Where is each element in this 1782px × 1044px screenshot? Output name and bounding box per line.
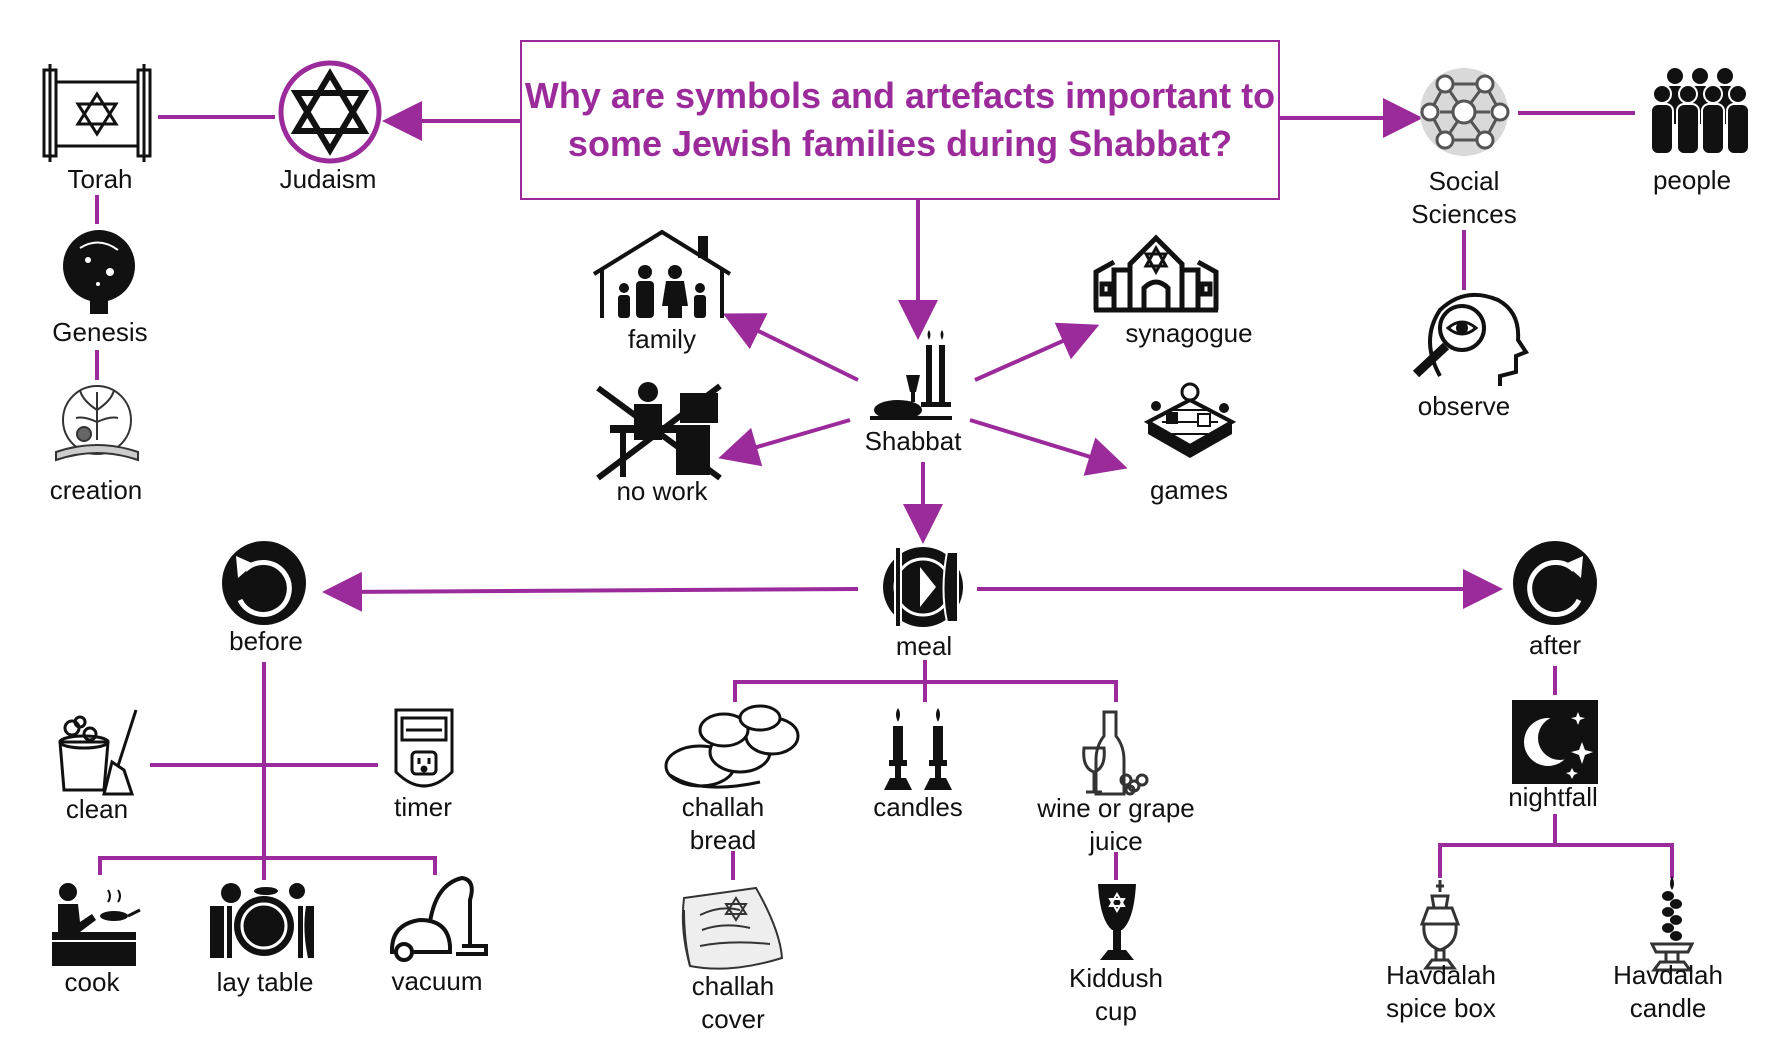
undo-arrow-icon (222, 541, 306, 625)
label-games: games (1149, 475, 1229, 505)
label-kiddush-2: cup (1095, 996, 1137, 1026)
star-of-david-icon (278, 60, 382, 164)
torah-scroll-icon (42, 64, 152, 162)
kiddush-cup-icon (1098, 884, 1136, 960)
question-box: Why are symbols and artefacts important … (520, 40, 1280, 200)
label-spice-box-1: Havdalah (1386, 960, 1496, 990)
label-after: after (1528, 630, 1582, 660)
label-challah-bread-1: challah (681, 792, 765, 822)
label-spice-box-2: spice box (1386, 993, 1496, 1023)
label-no-work: no work (616, 476, 708, 506)
games-icon (1143, 382, 1237, 458)
arrow-meal-before (322, 571, 859, 612)
family-house-icon (592, 229, 732, 318)
challah-bread-icon (664, 704, 800, 789)
line-before-bottom (98, 856, 437, 875)
label-before: before (229, 626, 303, 656)
label-challah-cover-2: cover (701, 1004, 765, 1034)
label-judaism: Judaism (279, 164, 377, 194)
label-creation: creation (49, 475, 143, 505)
meal-plate-icon (883, 546, 963, 628)
arrow-shabbat-synagogue (974, 322, 1100, 382)
moon-stars-icon (1512, 700, 1598, 784)
label-social-sciences-1: Social (1428, 166, 1500, 196)
cook-icon (52, 883, 141, 966)
vacuum-cleaner-icon (390, 875, 488, 962)
label-meal: meal (895, 631, 953, 661)
label-genesis: Genesis (52, 317, 148, 347)
label-social-sciences-2: Sciences (1411, 199, 1517, 229)
arrow-shabbat-nowork (718, 418, 851, 467)
people-icon (1650, 68, 1750, 155)
connectors (95, 98, 1674, 880)
network-icon (1420, 68, 1510, 156)
arrow-shabbat-family (722, 313, 859, 382)
label-vacuum: vacuum (391, 966, 483, 996)
label-havdalah-candle-2: candle (1629, 993, 1707, 1023)
line-nightfall-bar (1438, 843, 1674, 878)
label-challah-bread-2: bread (689, 825, 757, 855)
spice-box-icon (1419, 880, 1461, 970)
redo-arrow-icon (1513, 541, 1597, 625)
label-lay-table: lay table (216, 967, 314, 997)
synagogue-icon (1093, 234, 1219, 313)
havdalah-candle-icon (1649, 876, 1695, 972)
genesis-icon (63, 230, 135, 314)
observe-icon (1412, 292, 1530, 386)
label-timer: timer (394, 792, 452, 822)
cleaning-bucket-icon (58, 709, 138, 796)
label-kiddush-1: Kiddush (1069, 963, 1163, 993)
page-title: Why are symbols and artefacts important … (524, 75, 1276, 164)
label-family: family (628, 324, 696, 354)
creation-icon (55, 385, 139, 462)
label-wine-2: juice (1089, 826, 1143, 856)
wine-bottle-icon (1082, 710, 1149, 796)
shabbat-table-icon (870, 330, 952, 420)
arrow-shabbat-games (969, 418, 1128, 476)
label-observe: observe (1417, 391, 1511, 421)
timer-plug-icon (394, 708, 454, 788)
label-torah: Torah (67, 164, 133, 194)
label-havdalah-candle-1: Havdalah (1613, 960, 1723, 990)
label-candles: candles (873, 792, 963, 822)
label-clean: clean (65, 794, 129, 824)
label-people: people (1652, 165, 1732, 195)
table-setting-icon (210, 883, 314, 958)
label-shabbat: Shabbat (864, 426, 962, 456)
label-synagogue: synagogue (1125, 318, 1253, 348)
candlesticks-icon (884, 708, 952, 790)
challah-cover-icon (681, 886, 784, 970)
label-challah-cover-1: challah (691, 971, 775, 1001)
no-work-icon (596, 382, 722, 481)
label-nightfall: nightfall (1508, 782, 1598, 812)
label-wine-1: wine or grape (1037, 793, 1195, 823)
label-cook: cook (64, 967, 120, 997)
line-meal-bar (733, 680, 1118, 702)
